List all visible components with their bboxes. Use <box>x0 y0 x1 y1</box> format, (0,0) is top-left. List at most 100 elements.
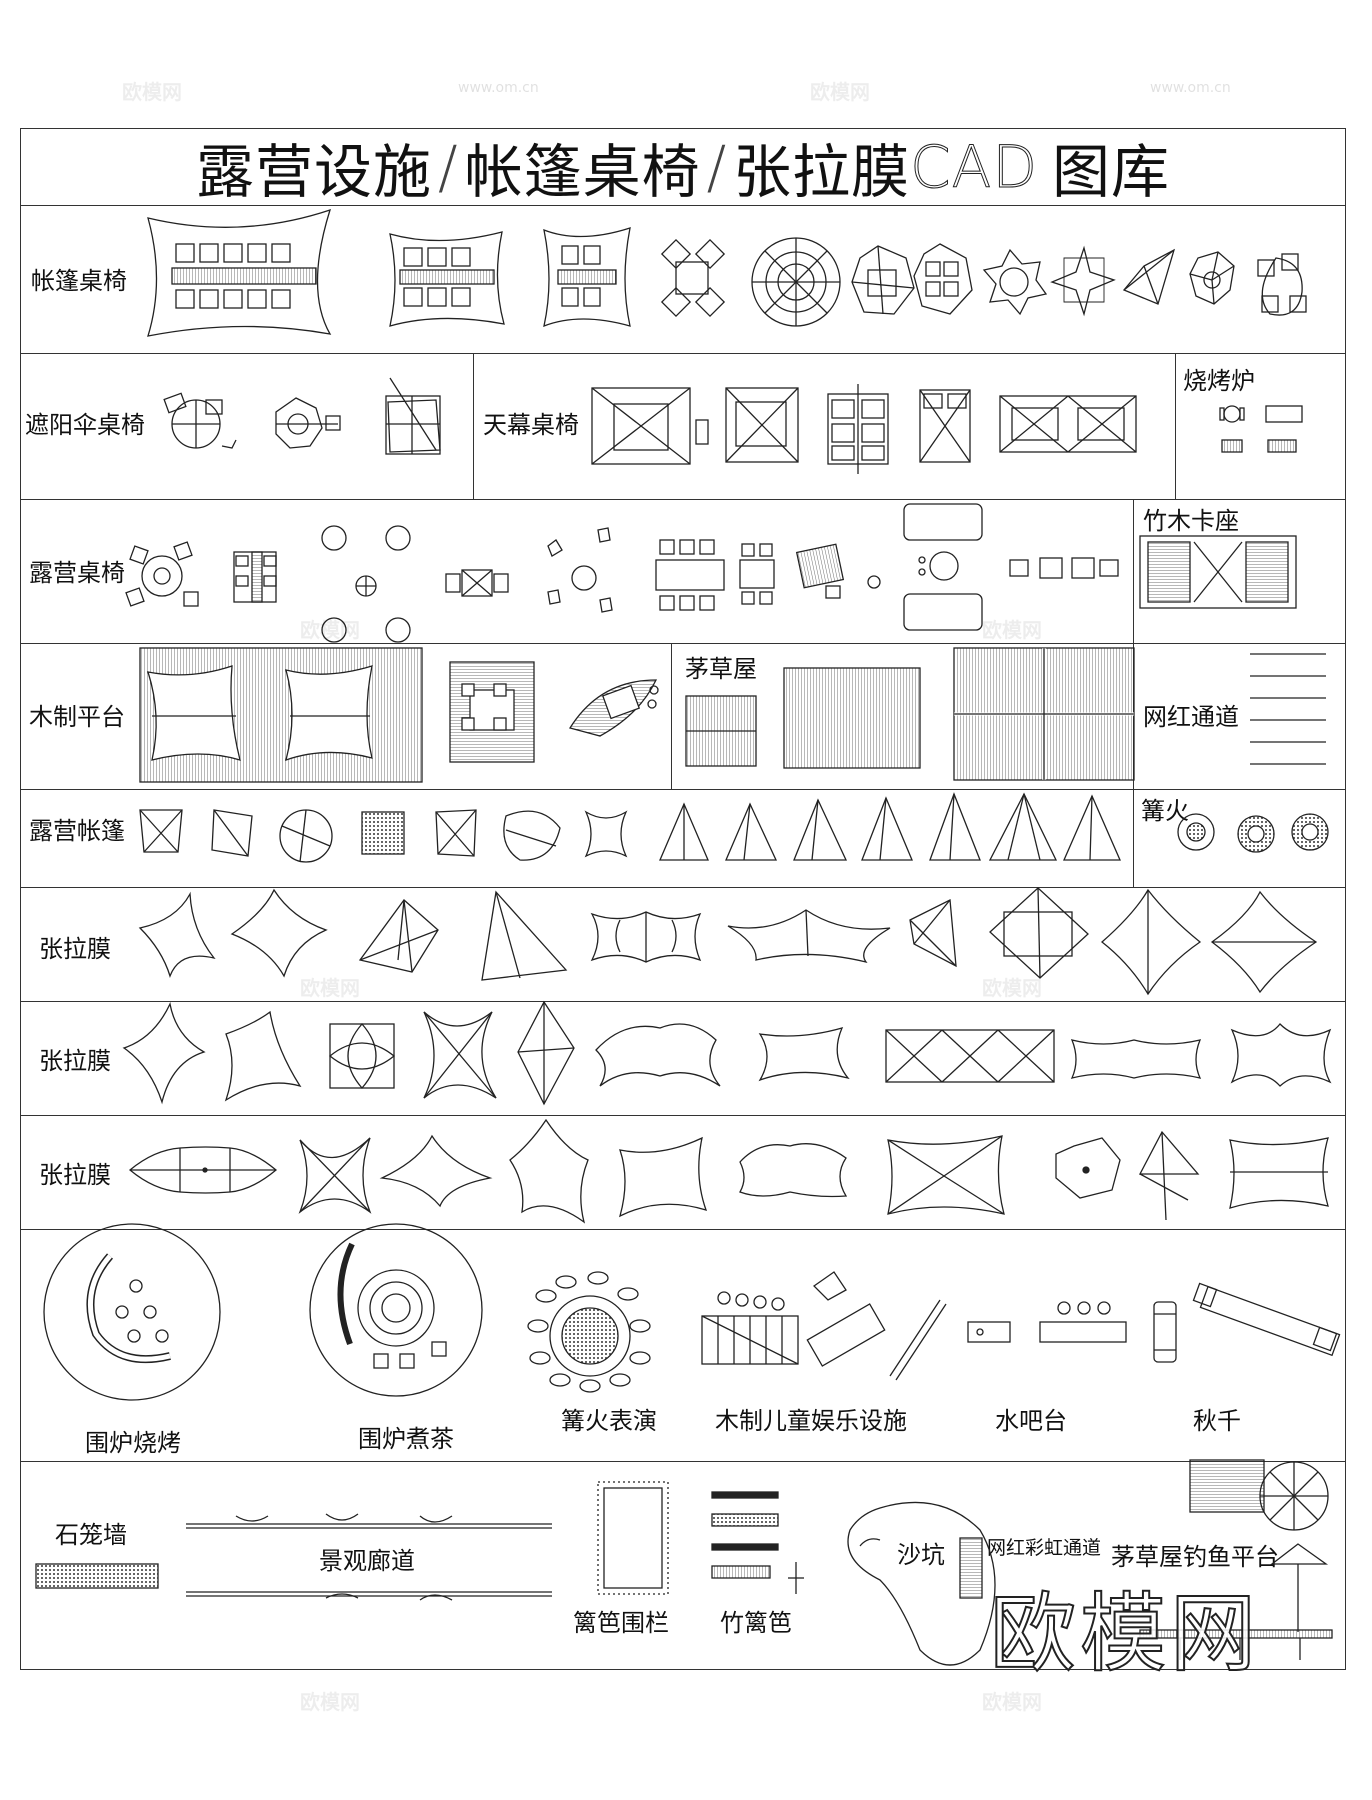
canopy-set-2 <box>725 387 799 463</box>
net-passage <box>1250 653 1326 765</box>
rainbow-passage <box>959 1537 983 1599</box>
bbq-grill-icons <box>1219 405 1303 453</box>
row-divider <box>21 499 1345 500</box>
label-sandpit: 沙坑 <box>897 1541 945 1569</box>
teepee-2 <box>725 802 778 861</box>
column-divider <box>1133 789 1134 887</box>
row-label-camp-tents: 露营帐篷 <box>29 817 125 845</box>
row-divider <box>21 789 1345 790</box>
tent-table-medium <box>389 231 505 327</box>
camp-tent-1 <box>139 809 183 853</box>
camp-tent-6 <box>503 810 561 861</box>
parasol-set-2 <box>275 397 341 449</box>
camp-tent-3 <box>279 809 333 863</box>
title-cad: CAD <box>910 133 1038 202</box>
bamboo-booth <box>1139 535 1297 609</box>
sofa-round-table <box>903 503 983 631</box>
membrane-6-4 <box>481 890 568 981</box>
row-label-thatched-hut: 茅草屋 <box>685 655 757 683</box>
bench-row <box>1009 557 1119 579</box>
camp-tent-2 <box>211 809 253 857</box>
membrane-6-2 <box>230 888 328 978</box>
row-label-wood-platform: 木制平台 <box>29 703 125 731</box>
label-bamboo-fence: 竹篱笆 <box>720 1609 792 1637</box>
kids-wood-facility <box>701 1271 947 1381</box>
membrane-8-3 <box>379 1134 493 1208</box>
tent-table-small <box>543 227 631 328</box>
row-label-tent-tables: 帐篷桌椅 <box>31 267 127 295</box>
title-part-1: 露营设施 <box>196 138 433 206</box>
title-part-2: 帐篷桌椅 <box>464 138 701 206</box>
row-label-membrane-2: 张拉膜 <box>39 1047 111 1075</box>
membrane-6-1 <box>138 891 216 978</box>
row-divider <box>21 887 1345 888</box>
parasol-set-3 <box>385 377 441 455</box>
water-bar <box>967 1301 1127 1343</box>
thatched-hut-1 <box>685 695 757 767</box>
drawing-sheet: 露营设施 / 帐篷桌椅 / 张拉膜 CAD 图库 帐篷桌椅 遮阳伞桌椅 天幕桌椅… <box>20 128 1346 1670</box>
table-two-chairs <box>445 569 509 597</box>
membrane-7-4 <box>423 1011 497 1099</box>
membrane-7-8 <box>885 1029 1055 1083</box>
thatched-hut-2 <box>783 667 921 769</box>
swing-1 <box>1153 1301 1177 1363</box>
square-table-four-chairs <box>660 238 726 318</box>
picnic-table-hatched <box>233 551 277 603</box>
row-label-bbq: 烧烤炉 <box>1183 367 1255 395</box>
fishing-platform <box>1139 1459 1333 1660</box>
title-slash-1: / <box>438 133 459 201</box>
page-title: 露营设施 / 帐篷桌椅 / 张拉膜 CAD 图库 <box>21 129 1345 206</box>
membrane-7-5 <box>517 1000 575 1106</box>
curved-sofa-group <box>1257 253 1307 316</box>
four-armchairs <box>321 525 411 643</box>
title-slash-2: / <box>706 133 728 201</box>
hex-tent-2 <box>913 243 973 315</box>
camp-tent-4 <box>361 811 405 855</box>
row-label-parasol: 遮阳伞桌椅 <box>25 411 145 439</box>
caption-swing: 秋千 <box>1193 1407 1241 1435</box>
membrane-7-7 <box>758 1026 850 1082</box>
round-umbrella <box>1189 251 1235 305</box>
membrane-7-9 <box>1070 1039 1202 1079</box>
curved-deck <box>568 679 659 737</box>
star-tent-1 <box>982 248 1048 316</box>
column-divider <box>671 643 672 789</box>
membrane-8-6 <box>739 1143 848 1198</box>
membrane-6-3 <box>358 899 439 973</box>
deck-dining <box>449 661 535 763</box>
watermark-brand: 欧模网 <box>300 976 360 1000</box>
row-label-canopy: 天幕桌椅 <box>483 411 579 439</box>
teepee-3 <box>793 798 848 861</box>
wood-platform-deck <box>139 647 423 783</box>
thatched-hut-3 <box>953 647 1135 781</box>
row-label-net-passage: 网红通道 <box>1143 703 1239 731</box>
star-tent-2 <box>1050 245 1116 317</box>
membrane-8-9 <box>1138 1130 1200 1221</box>
hex-tent-1 <box>851 245 915 315</box>
row-divider <box>21 1461 1345 1462</box>
fence-enclosure <box>597 1481 669 1595</box>
membrane-6-5 <box>590 911 702 963</box>
round-table-stools <box>125 541 199 607</box>
kite-tent <box>1122 248 1176 305</box>
watermark-url: www.om.cn <box>1150 80 1231 96</box>
watermark-brand: 欧模网 <box>982 618 1042 642</box>
label-rainbow-passage: 网红彩虹通道 <box>987 1537 1102 1559</box>
row-label-membrane-1: 张拉膜 <box>39 935 111 963</box>
membrane-7-3 <box>328 1023 396 1089</box>
label-fishing-platform: 茅草屋钓鱼平台 <box>1111 1543 1279 1571</box>
label-landscape-corridor: 景观廊道 <box>319 1547 415 1575</box>
long-table-chairs <box>655 539 725 611</box>
column-divider <box>1175 353 1176 499</box>
canopy-set-5 <box>999 395 1137 453</box>
row-label-camp-tables: 露营桌椅 <box>29 559 125 587</box>
teepee-7 <box>1063 794 1121 861</box>
row-divider <box>21 353 1345 354</box>
gabion-wall <box>35 1563 159 1589</box>
small-square-table <box>739 543 775 605</box>
membrane-6-9 <box>1100 888 1202 996</box>
label-fence: 篱笆围栏 <box>573 1609 669 1637</box>
bamboo-fence-set <box>711 1491 804 1594</box>
tea-circle-plan <box>309 1223 483 1397</box>
